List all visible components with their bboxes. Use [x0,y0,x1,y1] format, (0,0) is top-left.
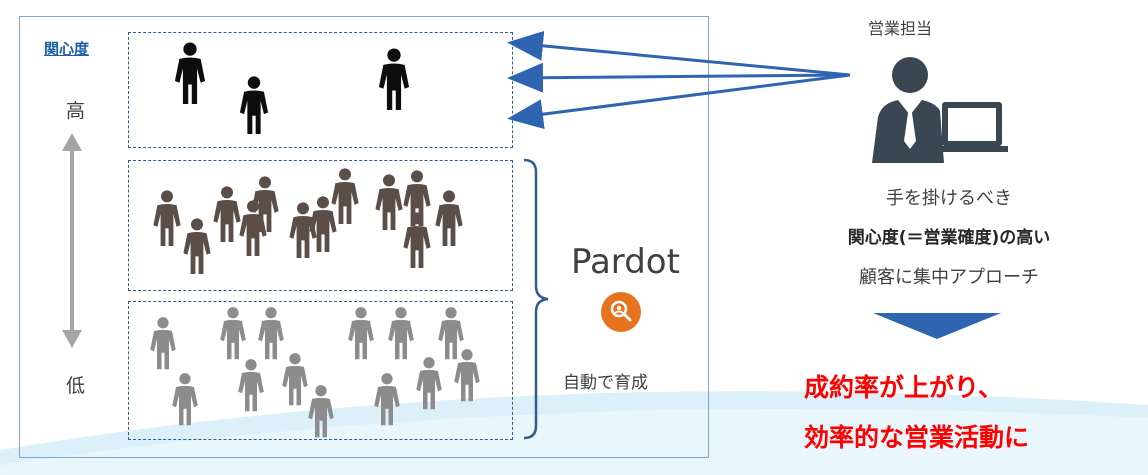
down-triangle-icon [873,313,1001,339]
interest-range-arrow-icon [62,133,82,348]
magnifier-badge-icon [601,292,641,332]
pardot-nurture-label: 自動で育成 [563,373,648,393]
sales-desc-line3: 顧客に集中アプローチ [859,267,1039,288]
interest-low-label: 低 [66,375,86,397]
interest-axis-label: 関心度 [44,40,90,58]
sales-desc-line2: 関心度(＝営業確度)の高い [847,228,1051,248]
sales-title: 営業担当 [868,19,933,38]
salesperson-laptop-icon [872,57,1008,163]
interest-high-label: 高 [66,100,86,122]
tier-mid-interest [128,160,513,291]
sales-desc-line1: 手を掛けるべき [886,188,1012,209]
result-line2: 効率的な営業活動に [804,423,1030,452]
arrow-1 [507,30,851,77]
segment-frame [19,16,709,458]
arrow-3 [507,73,851,130]
result-line1: 成約率が上がり、 [804,373,1004,402]
tier-low-interest [128,301,513,440]
arrow-2 [507,62,851,93]
pardot-name: Pardot [571,242,680,282]
pardot-bracket [523,158,549,440]
